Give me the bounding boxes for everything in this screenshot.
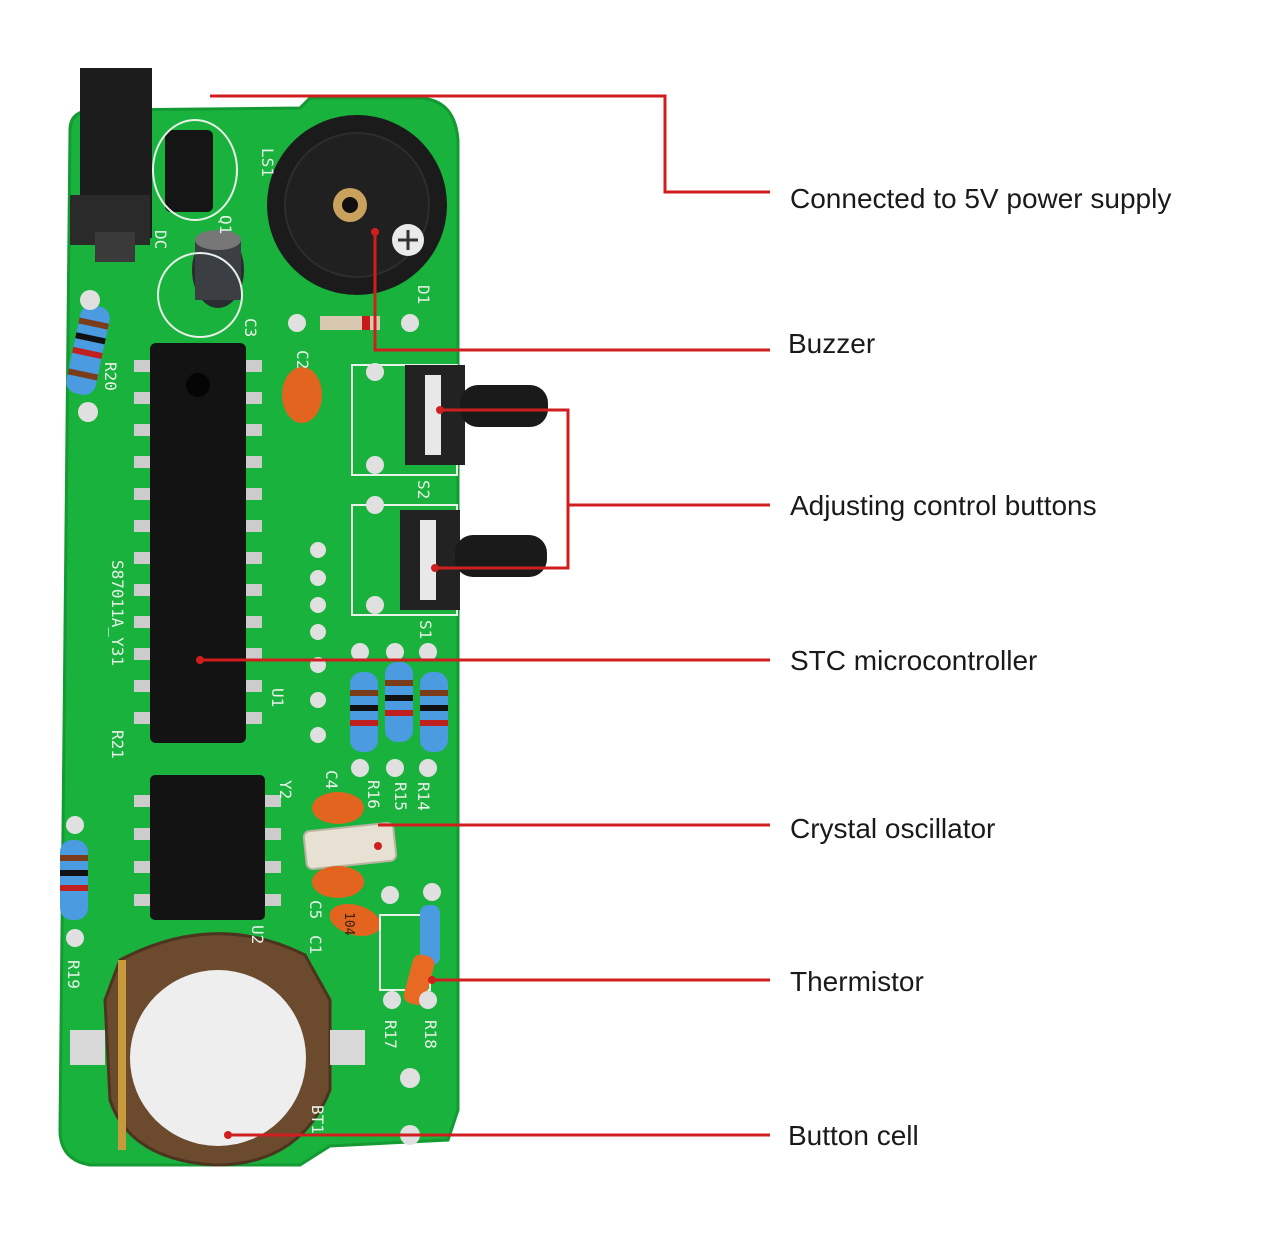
- callout-line-buttons-top: [440, 408, 770, 507]
- callout-lines: [200, 94, 770, 1137]
- silk-r21: R21: [108, 730, 127, 759]
- silk-u1: U1: [268, 688, 287, 707]
- capacitor-c1: [329, 904, 381, 936]
- silk-r17: R17: [381, 1020, 400, 1049]
- silk-c3: C3: [241, 318, 260, 337]
- capacitor-c5: [312, 866, 364, 898]
- silk-d1: D1: [414, 285, 433, 304]
- silk-ls1: LS1: [258, 148, 277, 177]
- silk-r16: R16: [364, 780, 383, 809]
- silk-dc: DC: [151, 230, 170, 249]
- capacitor-c2: [282, 367, 322, 423]
- resistor-r19: [60, 840, 88, 920]
- silk-r18: R18: [421, 1020, 440, 1049]
- label-buzzer: Buzzer: [788, 328, 876, 359]
- label-crystal-oscillator: Crystal oscillator: [790, 813, 996, 844]
- silk-bt1: BT1: [308, 1105, 327, 1134]
- label-button-cell: Button cell: [788, 1120, 919, 1151]
- chip-u2: [150, 775, 265, 920]
- label-thermistor: Thermistor: [790, 966, 924, 997]
- silk-chip-text: S87011A_Y31: [108, 560, 127, 666]
- silk-y2: Y2: [276, 780, 295, 799]
- silk-c5: C5: [306, 900, 325, 919]
- stc-microcontroller: [150, 343, 246, 743]
- diode-d1: [320, 316, 380, 330]
- button-cell: [130, 970, 306, 1146]
- label-microcontroller: STC microcontroller: [790, 645, 1038, 676]
- silk-c2: C2: [293, 350, 312, 369]
- resistor-r18: [420, 905, 440, 965]
- silk-r14: R14: [414, 782, 433, 811]
- callout-dots: [196, 228, 444, 1139]
- callout-line-buttons-bottom: [435, 505, 570, 570]
- resistors-r14-r16: [350, 662, 448, 752]
- silk-r20: R20: [101, 362, 120, 391]
- silk-r19: R19: [64, 960, 83, 989]
- callout-line-buzzer: [373, 232, 770, 352]
- silk-q1: Q1: [216, 215, 235, 234]
- transistor-q1: [165, 130, 213, 212]
- crystal-oscillator: [302, 821, 398, 871]
- silk-r15: R15: [391, 782, 410, 811]
- silk-s2: S2: [414, 480, 433, 499]
- silk-c4: C4: [322, 770, 341, 789]
- label-control-buttons: Adjusting control buttons: [790, 490, 1097, 521]
- callout-line-power: [210, 94, 770, 194]
- silkscreen: LS1 Q1 DC C3 D1 C2 R20 S2 S1 U1 R21 S870…: [64, 148, 440, 1134]
- silk-cap104: 104: [341, 912, 356, 936]
- capacitor-c4: [312, 792, 364, 824]
- silk-c1: C1: [306, 935, 325, 954]
- silk-s1: S1: [416, 620, 435, 639]
- silk-u2: U2: [248, 925, 267, 944]
- label-power-supply: Connected to 5V power supply: [790, 183, 1172, 214]
